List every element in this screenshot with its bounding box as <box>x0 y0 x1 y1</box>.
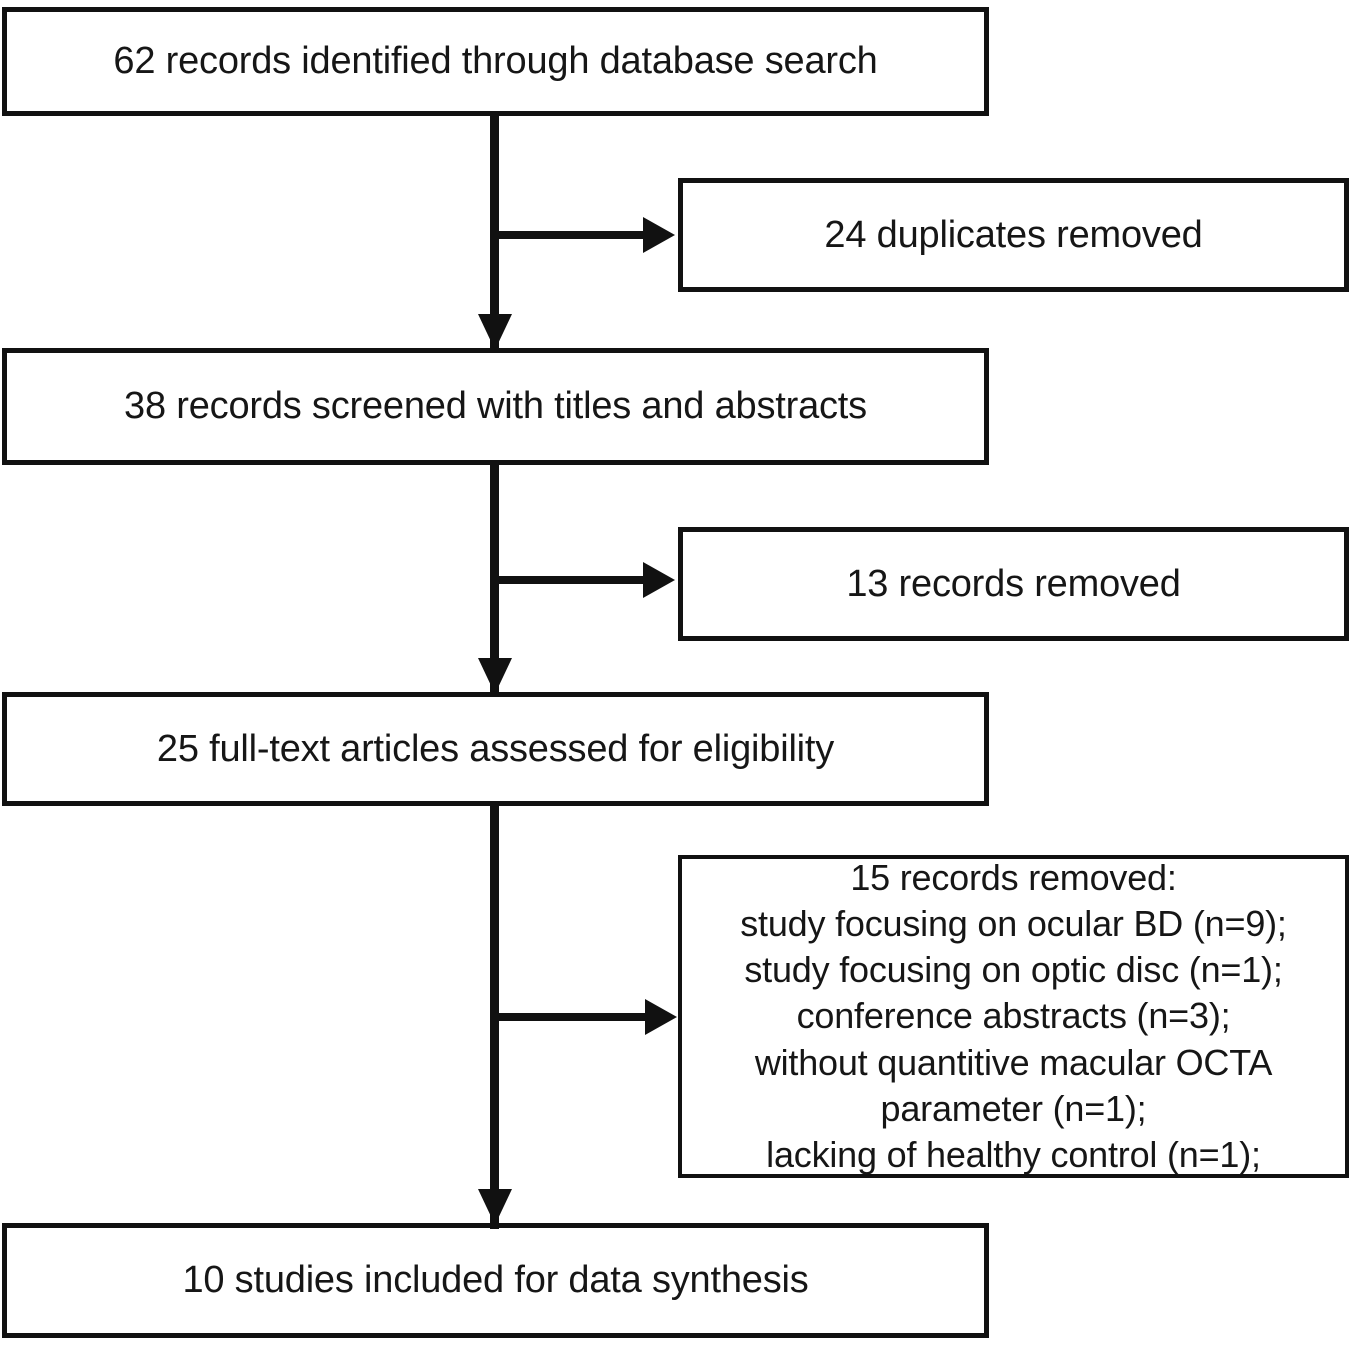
connector-identified-to-duplicates <box>495 231 645 239</box>
node-records-identified: 62 records identified through database s… <box>2 7 989 116</box>
arrowhead-down-icon <box>478 1189 512 1225</box>
node-records-removed-eligibility: 15 records removed: study focusing on oc… <box>678 855 1349 1178</box>
arrowhead-right-icon <box>645 999 677 1035</box>
node-studies-included: 10 studies included for data synthesis <box>2 1223 989 1338</box>
arrowhead-right-icon <box>643 562 675 598</box>
node-records-removed-eligibility-label: 15 records removed: study focusing on oc… <box>740 857 1287 1175</box>
arrowhead-down-icon <box>478 314 512 350</box>
connector-screened-to-removed <box>495 576 645 584</box>
connector-fulltext-to-included <box>490 805 499 1229</box>
node-fulltext-assessed-label: 25 full-text articles assessed for eligi… <box>156 727 835 770</box>
arrowhead-down-icon <box>478 658 512 694</box>
node-records-identified-label: 62 records identified through database s… <box>113 40 878 83</box>
node-records-removed-screening: 13 records removed <box>678 527 1349 641</box>
node-fulltext-assessed: 25 full-text articles assessed for eligi… <box>2 692 989 806</box>
node-records-screened-label: 38 records screened with titles and abst… <box>124 385 867 428</box>
connector-screened-to-fulltext <box>490 464 499 697</box>
node-duplicates-removed-label: 24 duplicates removed <box>824 213 1203 256</box>
arrowhead-right-icon <box>643 217 675 253</box>
node-records-screened: 38 records screened with titles and abst… <box>2 348 989 465</box>
node-duplicates-removed: 24 duplicates removed <box>678 178 1349 292</box>
node-records-removed-screening-label: 13 records removed <box>846 562 1181 605</box>
connector-identified-to-screened <box>490 116 499 351</box>
connector-fulltext-to-removed <box>495 1013 647 1021</box>
node-studies-included-label: 10 studies included for data synthesis <box>182 1259 809 1302</box>
